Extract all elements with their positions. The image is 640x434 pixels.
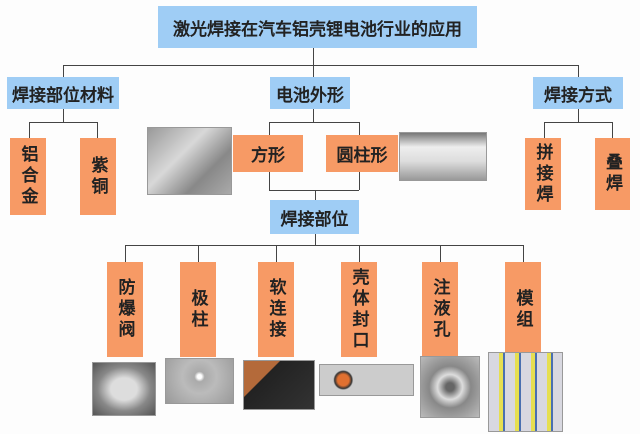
connector bbox=[269, 122, 359, 123]
connector bbox=[313, 48, 314, 65]
connector bbox=[313, 65, 314, 77]
connector bbox=[97, 122, 98, 138]
node-battery-shape: 电池外形 bbox=[270, 77, 350, 109]
node-butt-weld: 拼接焊 bbox=[525, 138, 561, 210]
node-case-seal: 壳体封口 bbox=[341, 262, 377, 357]
connector bbox=[125, 245, 126, 262]
connector bbox=[269, 190, 359, 191]
root-node: 激光焊接在汽车铝壳锂电池行业的应用 bbox=[158, 6, 477, 48]
fill-hole-photo bbox=[420, 356, 480, 418]
connector bbox=[315, 234, 316, 245]
connector bbox=[313, 109, 314, 122]
connector bbox=[63, 65, 64, 77]
connector bbox=[276, 245, 277, 262]
explosion-valve-photo bbox=[92, 362, 156, 416]
connector bbox=[63, 109, 64, 122]
connector bbox=[29, 122, 97, 123]
case-seal-photo bbox=[319, 364, 414, 396]
node-module: 模组 bbox=[505, 262, 541, 357]
node-explosion-valve: 防爆阀 bbox=[107, 262, 143, 357]
node-weld-parts: 焊接部位 bbox=[270, 200, 359, 234]
node-fill-hole: 注液孔 bbox=[422, 262, 458, 357]
connector bbox=[63, 65, 579, 66]
node-aluminum-alloy: 铝合金 bbox=[10, 138, 46, 215]
node-weld-material: 焊接部位材料 bbox=[7, 77, 119, 109]
soft-connection-photo bbox=[243, 360, 315, 410]
connector bbox=[29, 122, 30, 138]
connector bbox=[198, 245, 199, 262]
connector bbox=[544, 122, 612, 123]
connector bbox=[578, 109, 579, 122]
prismatic-cell-photo bbox=[147, 127, 232, 195]
cylindrical-cell-photo bbox=[399, 132, 487, 181]
module-photo bbox=[488, 352, 563, 432]
connector bbox=[315, 190, 316, 200]
node-copper: 紫铜 bbox=[80, 138, 116, 215]
node-cylindrical: 圆柱形 bbox=[326, 135, 398, 172]
node-pole: 极柱 bbox=[180, 262, 216, 357]
connector bbox=[578, 65, 579, 77]
connector bbox=[359, 245, 360, 262]
connector bbox=[440, 245, 441, 262]
connector bbox=[612, 122, 613, 138]
node-weld-method: 焊接方式 bbox=[533, 77, 623, 109]
node-prismatic: 方形 bbox=[233, 135, 303, 172]
connector bbox=[544, 122, 545, 138]
connector bbox=[523, 245, 524, 262]
connector bbox=[125, 245, 523, 246]
pole-photo bbox=[165, 358, 234, 404]
node-soft-connection: 软连接 bbox=[258, 262, 294, 357]
node-lap-weld: 叠焊 bbox=[595, 138, 630, 210]
